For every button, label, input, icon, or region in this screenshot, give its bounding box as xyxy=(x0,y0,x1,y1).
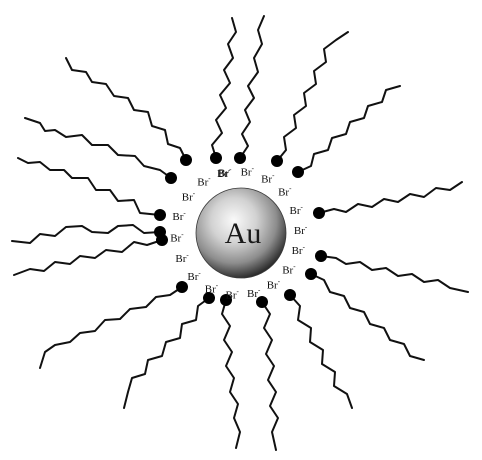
ligand-chain-14 xyxy=(298,86,400,172)
ligand-chain-6 xyxy=(66,58,186,160)
ligand-head-4 xyxy=(165,172,177,184)
ligand-head-17 xyxy=(315,250,327,262)
bromide-ion-13: Br- xyxy=(187,269,201,283)
ligand-chain-13 xyxy=(290,295,352,408)
ligand-head-3 xyxy=(156,234,168,246)
ligand-chain-7 xyxy=(124,298,209,408)
bromide-ion-6: Br- xyxy=(294,223,308,237)
ligand-head-10 xyxy=(234,152,246,164)
ligand-head-14 xyxy=(292,166,304,178)
ligand-head-13 xyxy=(284,289,296,301)
ligand-head-6 xyxy=(180,154,192,166)
bromide-ion-8: Br- xyxy=(282,262,296,276)
bromide-ion-17: Br- xyxy=(182,190,196,204)
ligand-chain-15 xyxy=(311,274,424,360)
bromide-ion-4: Br- xyxy=(278,185,292,199)
ligand-head-8 xyxy=(210,152,222,164)
bromide-ion-11: Br- xyxy=(226,288,240,302)
ligand-chain-1 xyxy=(18,158,160,215)
ligand-chain-4 xyxy=(25,118,171,178)
bromide-ion-2: Br- xyxy=(241,165,255,179)
ligand-head-12 xyxy=(271,155,283,167)
ligand-chain-11 xyxy=(262,302,278,450)
bromide-ion-5: Br- xyxy=(290,203,304,217)
bromide-ion-15: Br- xyxy=(170,230,184,244)
ligand-chain-9 xyxy=(222,300,240,448)
ligand-chain-17 xyxy=(321,256,468,292)
gold-core-label: Au xyxy=(225,217,262,250)
bromide-ion-3: Br- xyxy=(261,171,275,185)
ligand-chain-3 xyxy=(14,240,162,275)
ligand-head-16 xyxy=(313,207,325,219)
ligand-head-5 xyxy=(176,281,188,293)
bromide-ion-12: Br- xyxy=(205,282,219,296)
ligand-chain-10 xyxy=(240,16,264,158)
bromide-ion-14: Br- xyxy=(175,251,189,265)
bromide-ion-16: Br- xyxy=(172,209,186,223)
ligand-chain-16 xyxy=(319,182,462,213)
bromide-ion-9: Br- xyxy=(267,277,281,291)
ligand-head-1 xyxy=(154,209,166,221)
ligand-chain-8 xyxy=(212,18,236,158)
ligand-head-15 xyxy=(305,268,317,280)
ligand-chain-12 xyxy=(277,32,348,161)
ligand-chain-2 xyxy=(12,225,160,243)
bromide-ion-7: Br- xyxy=(292,243,306,257)
bromide-ion-18: Br- xyxy=(197,175,211,189)
